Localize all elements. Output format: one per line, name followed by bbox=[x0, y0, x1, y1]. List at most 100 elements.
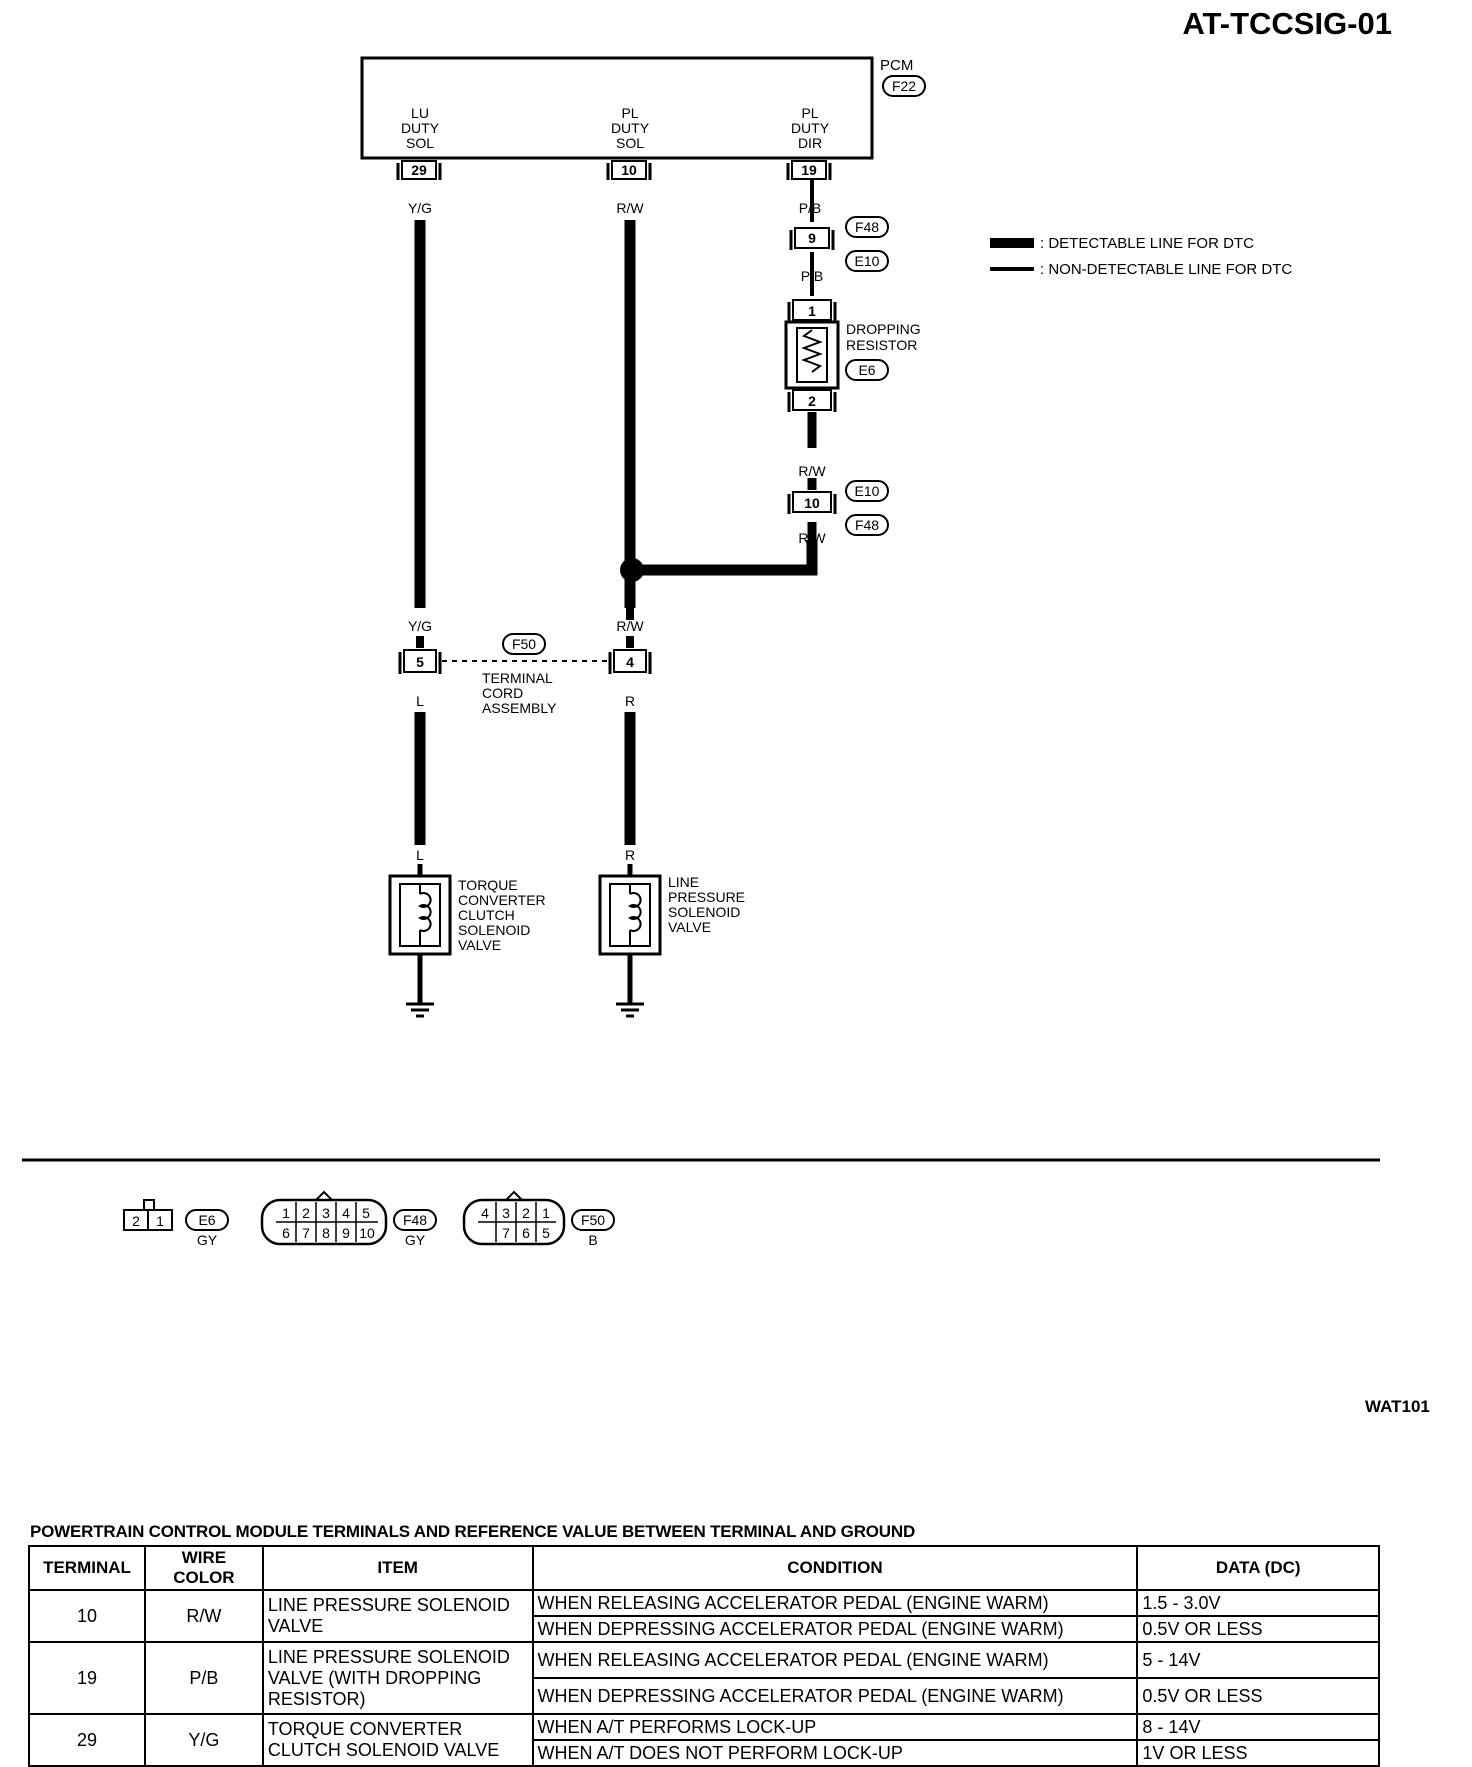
table-title: POWERTRAIN CONTROL MODULE TERMINALS AND … bbox=[30, 1522, 916, 1541]
data-cell: 0.5V OR LESS bbox=[1136, 1615, 1380, 1643]
wire-color-r: R bbox=[625, 693, 635, 709]
connector-badge-f48-upper: F48 bbox=[845, 216, 889, 238]
header-terminal: TERMINAL bbox=[28, 1545, 146, 1591]
svg-text:10: 10 bbox=[621, 162, 637, 178]
svg-text:5: 5 bbox=[416, 654, 424, 670]
data-cell: 1V OR LESS bbox=[1136, 1739, 1380, 1767]
svg-text:LINE: LINE bbox=[668, 874, 699, 890]
svg-text:DUTY: DUTY bbox=[791, 120, 830, 136]
wire-color-yg-2: Y/G bbox=[408, 618, 432, 634]
item-cell: LINE PRESSURE SOLENOID VALVE bbox=[261, 1589, 534, 1643]
svg-text:SOLENOID: SOLENOID bbox=[458, 922, 530, 938]
item-cell: LINE PRESSURE SOLENOID VALVE (WITH DROPP… bbox=[261, 1641, 534, 1715]
svg-text:29: 29 bbox=[411, 162, 427, 178]
pcm-terminal-pl-sol-name: PL DUTY SOL bbox=[611, 105, 650, 151]
wire-color-rw-4: R/W bbox=[616, 618, 644, 634]
svg-text:9: 9 bbox=[342, 1225, 350, 1241]
svg-text:6: 6 bbox=[522, 1225, 530, 1241]
wire-color-yg: Y/G bbox=[408, 200, 432, 216]
condition-cell: WHEN A/T PERFORMS LOCK-UP bbox=[531, 1713, 1139, 1741]
header-item: ITEM bbox=[261, 1545, 534, 1591]
line-pressure-valve-label: LINE PRESSURE SOLENOID VALVE bbox=[668, 874, 745, 935]
condition-cell: WHEN RELEASING ACCELERATOR PEDAL (ENGINE… bbox=[531, 1641, 1139, 1679]
torque-converter-solenoid-valve bbox=[388, 874, 452, 956]
svg-text:DUTY: DUTY bbox=[401, 120, 440, 136]
table-row: 29 Y/G TORQUE CONVERTER CLUTCH SOLENOID … bbox=[28, 1713, 1380, 1767]
svg-text:9: 9 bbox=[808, 230, 816, 246]
junction-dot bbox=[620, 558, 644, 582]
svg-text:1: 1 bbox=[542, 1205, 550, 1221]
svg-text:SOLENOID: SOLENOID bbox=[668, 904, 740, 920]
svg-text:B: B bbox=[588, 1232, 597, 1248]
ground-symbol-right bbox=[616, 954, 644, 1018]
svg-text:CLUTCH: CLUTCH bbox=[458, 907, 515, 923]
connector-view-f48: 1 2 3 4 5 6 7 8 9 10 F48 GY bbox=[260, 1190, 437, 1248]
condition-cell: WHEN DEPRESSING ACCELERATOR PEDAL (ENGIN… bbox=[531, 1677, 1139, 1715]
connector-view-f50: 4 3 2 1 7 6 5 F50 B bbox=[462, 1190, 615, 1248]
svg-text:SOL: SOL bbox=[616, 135, 644, 151]
svg-text:CONVERTER: CONVERTER bbox=[458, 892, 546, 908]
legend: : DETECTABLE LINE FOR DTC : NON-DETECTAB… bbox=[990, 235, 1292, 278]
svg-text:F48: F48 bbox=[403, 1212, 427, 1228]
svg-text:F48: F48 bbox=[855, 219, 879, 235]
connector-badge-e10-upper: E10 bbox=[845, 250, 889, 272]
condition-cell: WHEN RELEASING ACCELERATOR PEDAL (ENGINE… bbox=[531, 1589, 1139, 1617]
wire-color-cell: R/W bbox=[143, 1589, 264, 1643]
terminal-cord-label-1: TERMINAL bbox=[482, 670, 553, 686]
svg-text:2: 2 bbox=[808, 393, 816, 409]
pcm-label: PCM bbox=[880, 57, 913, 74]
dropping-resistor: 1 2 bbox=[784, 299, 840, 412]
table-row: WHEN DEPRESSING ACCELERATOR PEDAL (ENGIN… bbox=[29, 1615, 1380, 1643]
legend-thin-swatch bbox=[990, 267, 1034, 271]
torque-converter-valve-label: TORQUE CONVERTER CLUTCH SOLENOID VALVE bbox=[458, 877, 546, 953]
table-row: 19 P/B LINE PRESSURE SOLENOID VALVE (WIT… bbox=[28, 1641, 1380, 1715]
pcm-pin-10: 10 bbox=[606, 160, 652, 180]
connector-badge-e10-lower: E10 bbox=[845, 480, 889, 502]
svg-text:1: 1 bbox=[808, 303, 816, 319]
legend-detectable: : DETECTABLE LINE FOR DTC bbox=[1040, 235, 1254, 252]
svg-text:4: 4 bbox=[626, 654, 634, 670]
svg-text:10: 10 bbox=[359, 1225, 375, 1241]
condition-cell: WHEN A/T DOES NOT PERFORM LOCK-UP bbox=[531, 1739, 1139, 1767]
svg-text:5: 5 bbox=[542, 1225, 550, 1241]
pcm-connector-badge: F22 bbox=[882, 75, 926, 97]
svg-text:E6: E6 bbox=[198, 1212, 215, 1228]
diagram-code: AT-TCCSIG-01 bbox=[1182, 6, 1392, 41]
svg-text:F22: F22 bbox=[892, 78, 916, 94]
wire-color-pb-2: P/B bbox=[801, 268, 824, 284]
line-pressure-solenoid-valve bbox=[598, 874, 662, 956]
svg-text:5: 5 bbox=[362, 1205, 370, 1221]
cord-connector-pin-5: 5 bbox=[398, 649, 442, 674]
svg-text:3: 3 bbox=[322, 1205, 330, 1221]
wire-pl-branch bbox=[630, 540, 818, 576]
wire-color-l-2: L bbox=[416, 847, 424, 863]
legend-thick-swatch bbox=[990, 238, 1034, 248]
svg-text:2: 2 bbox=[522, 1205, 530, 1221]
table-row: 10 R/W LINE PRESSURE SOLENOID VALVE WHEN… bbox=[28, 1589, 1380, 1643]
svg-text:E10: E10 bbox=[855, 483, 880, 499]
svg-text:4: 4 bbox=[342, 1205, 350, 1221]
wire-color-r-2: R bbox=[625, 847, 635, 863]
svg-text:TORQUE: TORQUE bbox=[458, 877, 518, 893]
svg-text:PL: PL bbox=[801, 105, 818, 121]
wire-color-cell: P/B bbox=[143, 1641, 264, 1715]
connector-badge-e6: E6 bbox=[845, 359, 889, 381]
terminal-cell: 19 bbox=[28, 1641, 146, 1715]
terminal-cord-label-2: CORD bbox=[482, 685, 523, 701]
svg-text:DIR: DIR bbox=[798, 135, 822, 151]
svg-text:2: 2 bbox=[302, 1205, 310, 1221]
terminal-cord-label-3: ASSEMBLY bbox=[482, 700, 557, 716]
resistor-label-1: DROPPING bbox=[846, 321, 921, 337]
svg-text:SOL: SOL bbox=[406, 135, 434, 151]
connector-view-e6: 2 1 E6 GY bbox=[123, 1199, 229, 1248]
connector-badge-f50: F50 bbox=[502, 633, 546, 655]
svg-text:1: 1 bbox=[156, 1213, 164, 1229]
wire-color-l: L bbox=[416, 693, 424, 709]
svg-text:E10: E10 bbox=[855, 253, 880, 269]
svg-text:8: 8 bbox=[322, 1225, 330, 1241]
wiring-diagram: PCM F22 LU DUTY SOL PL DUTY SOL PL DUTY … bbox=[22, 56, 1380, 1248]
table-row: WHEN DEPRESSING ACCELERATOR PEDAL (ENGIN… bbox=[29, 1677, 1380, 1715]
svg-text:1: 1 bbox=[282, 1205, 290, 1221]
connector-badge-f48-lower: F48 bbox=[845, 514, 889, 536]
svg-text:VALVE: VALVE bbox=[668, 919, 711, 935]
